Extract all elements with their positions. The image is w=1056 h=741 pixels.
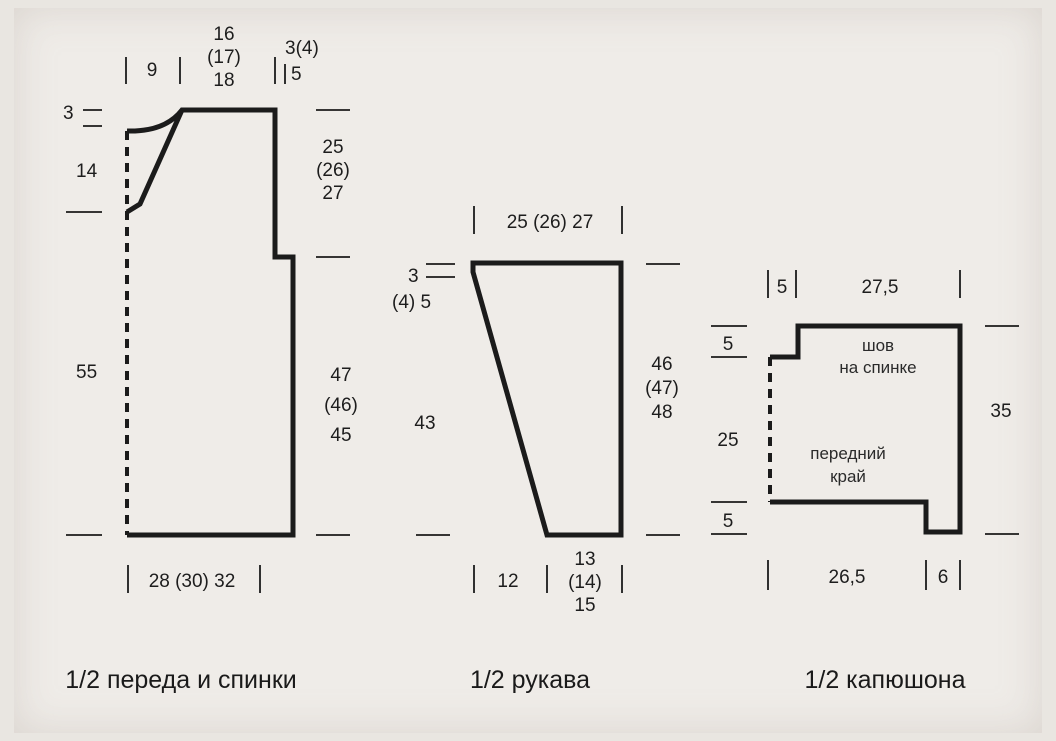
hood-caption: 1/2 капюшона bbox=[804, 666, 965, 694]
sleeve-caption: 1/2 рукава bbox=[470, 666, 590, 694]
sleeve-top-height-1: 3 bbox=[408, 266, 419, 287]
sleeve-right-height-2: (47) bbox=[645, 378, 679, 399]
hood-piece: 5 27,5 5 25 5 35 шов на спинке передний … bbox=[711, 270, 1019, 694]
body-outline bbox=[126, 107, 296, 538]
sleeve-right-height-3: 48 bbox=[651, 402, 672, 423]
sleeve-top-height-2: (4) 5 bbox=[392, 292, 431, 313]
hood-left-top-height: 5 bbox=[723, 334, 734, 355]
body-neck-width: 9 bbox=[147, 60, 158, 81]
body-top-height: 3 bbox=[63, 103, 74, 124]
body-shoulder-width-3: 18 bbox=[213, 70, 234, 91]
hood-bottom-left-width: 26,5 bbox=[829, 567, 866, 588]
hood-seam-label-1: шов bbox=[862, 336, 894, 355]
body-piece: 9 16 (17) 18 3(4) 5 3 14 55 25 (26) 27 4… bbox=[63, 24, 358, 694]
hood-left-middle-height: 25 bbox=[717, 430, 738, 451]
body-edge-width-1: 3(4) bbox=[285, 38, 319, 59]
sleeve-right-height-1: 46 bbox=[651, 354, 672, 375]
sleeve-outline bbox=[470, 260, 624, 538]
body-armhole-height-2: (26) bbox=[316, 160, 350, 181]
body-armhole-height-3: 27 bbox=[322, 183, 343, 204]
hood-outline bbox=[770, 323, 963, 535]
hood-front-label-2: край bbox=[830, 467, 866, 486]
sleeve-piece: 25 (26) 27 3 (4) 5 43 46 (47) 48 12 13 (… bbox=[392, 206, 680, 694]
sleeve-bottom-right-1: 13 bbox=[574, 549, 595, 570]
hood-front-label-1: передний bbox=[810, 444, 886, 463]
body-side-height-2: (46) bbox=[324, 395, 358, 416]
hood-top-left-width: 5 bbox=[777, 277, 788, 298]
body-edge-width-2: 5 bbox=[291, 64, 302, 85]
body-height: 55 bbox=[76, 362, 97, 383]
body-side-height-3: 45 bbox=[330, 425, 351, 446]
body-caption: 1/2 переда и спинки bbox=[65, 666, 296, 694]
sleeve-bottom-right-2: (14) bbox=[568, 572, 602, 593]
sleeve-bottom-right-3: 15 bbox=[574, 595, 595, 616]
hood-right-height: 35 bbox=[990, 401, 1011, 422]
body-side-height-1: 47 bbox=[330, 365, 351, 386]
body-neck-line bbox=[125, 108, 185, 215]
hood-seam-label-2: на спинке bbox=[839, 358, 916, 377]
sleeve-bottom-left: 12 bbox=[497, 571, 518, 592]
sleeve-height: 43 bbox=[414, 413, 435, 434]
body-armhole-height-1: 25 bbox=[322, 137, 343, 158]
sleeve-top-width: 25 (26) 27 bbox=[507, 212, 594, 233]
body-shoulder-width-1: 16 bbox=[213, 24, 234, 45]
body-neck-depth: 14 bbox=[76, 161, 98, 182]
hood-bottom-right-width: 6 bbox=[938, 567, 949, 588]
hood-top-right-width: 27,5 bbox=[862, 277, 899, 298]
paper-background bbox=[14, 8, 1042, 733]
body-shoulder-width-2: (17) bbox=[207, 47, 241, 68]
body-bottom-width: 28 (30) 32 bbox=[149, 571, 236, 592]
hood-left-bottom-height: 5 bbox=[723, 511, 734, 532]
